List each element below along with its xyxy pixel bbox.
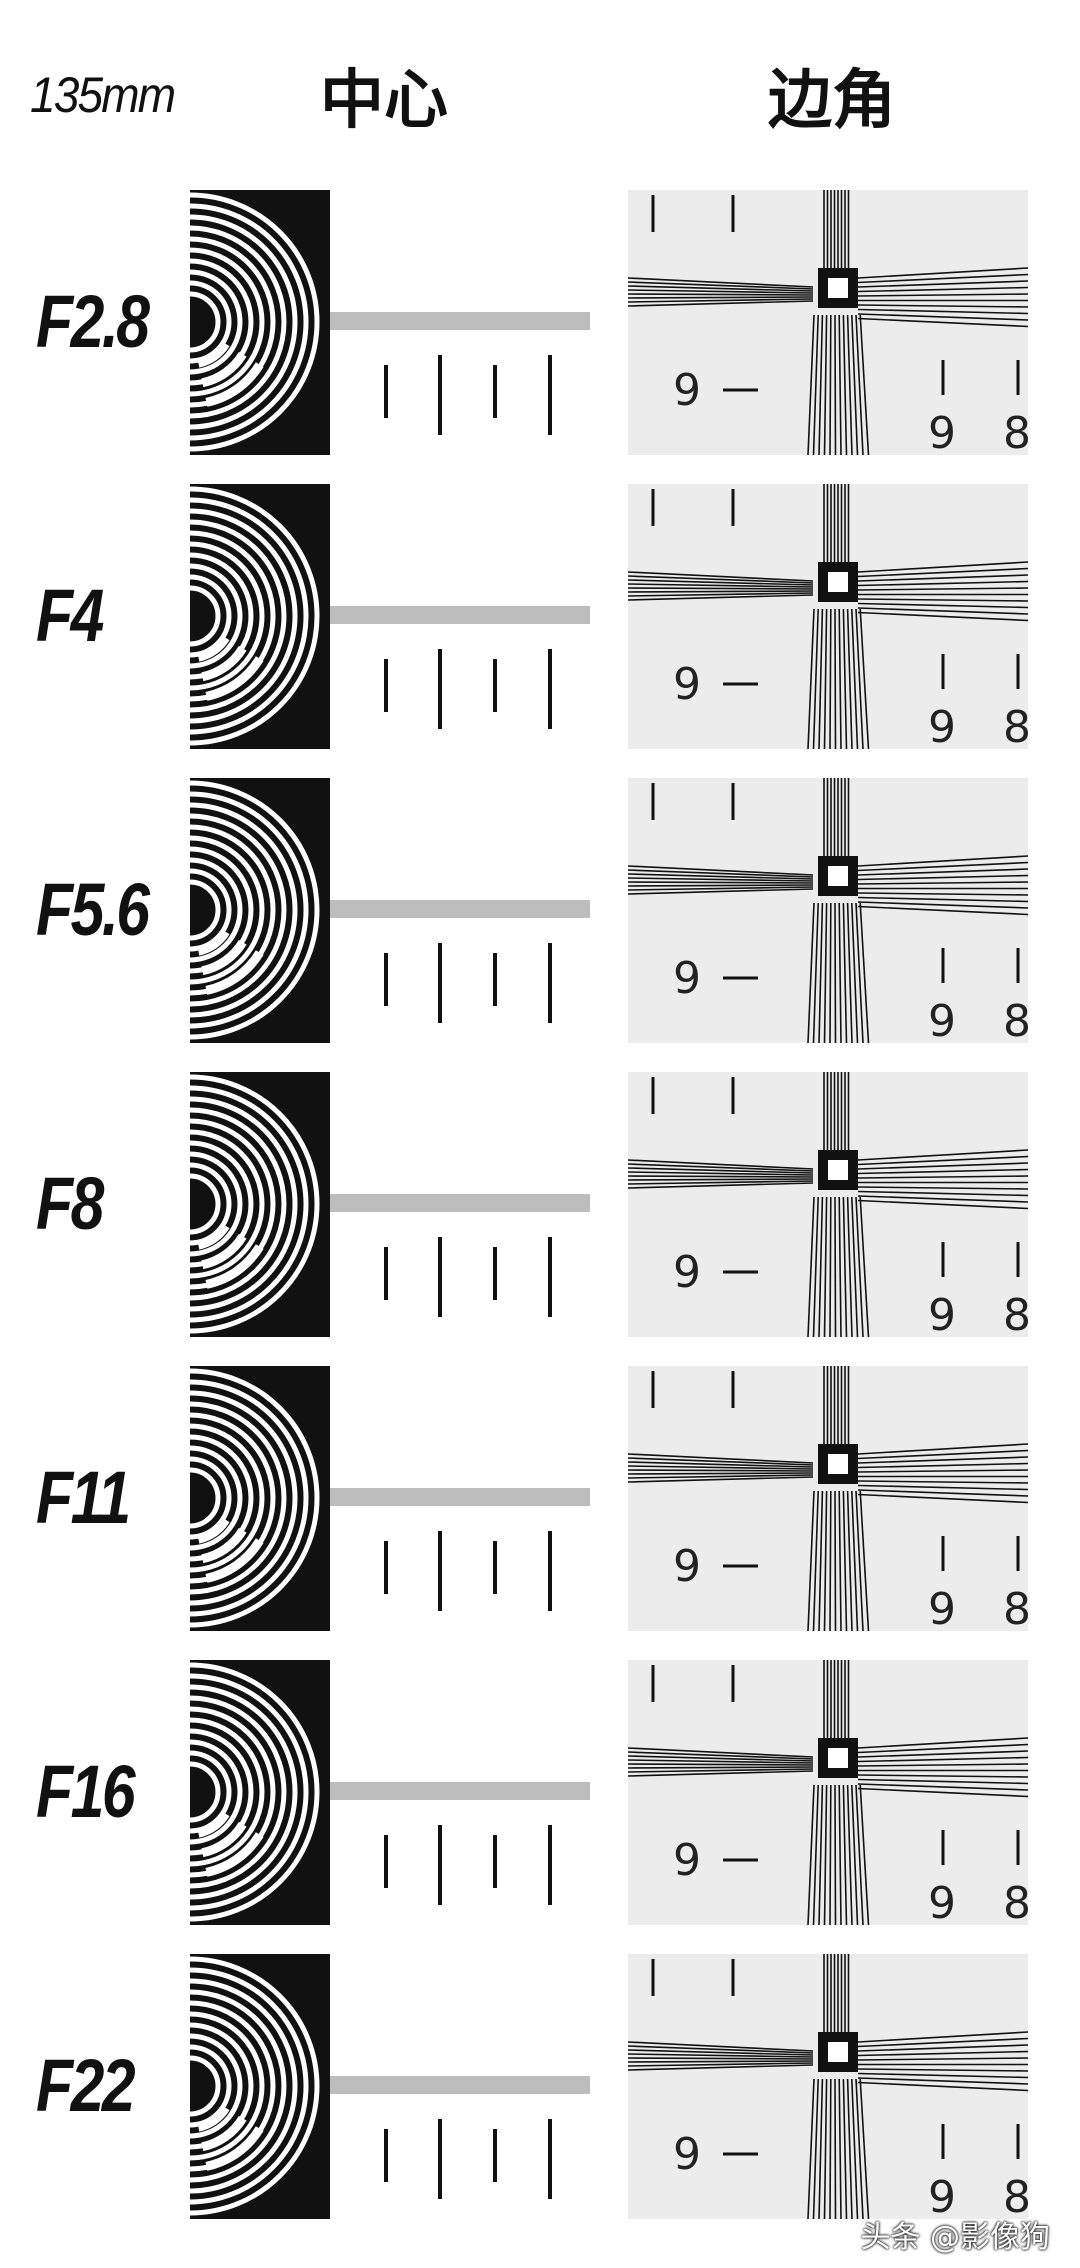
corner-number-label: 8: [1003, 996, 1028, 1043]
corner-number-label: 9: [928, 996, 956, 1043]
corner-number-label: 8: [1003, 2172, 1028, 2219]
corner-number-label: 9: [928, 2172, 956, 2219]
resolution-bar: [330, 2076, 590, 2094]
corner-number-label: 8: [1003, 408, 1028, 455]
vertical-line-bundle: [807, 1072, 870, 1337]
aperture-label: F22: [36, 2044, 136, 2127]
concentric-arcs: [190, 1662, 320, 1922]
horizontal-line-bundle: [628, 1443, 1028, 1504]
resolution-bar: [330, 1488, 590, 1506]
corner-number-label: 8: [1003, 1584, 1028, 1631]
aperture-label: F4: [36, 574, 104, 657]
horizontal-line-bundle: [628, 267, 1028, 328]
horizontal-line-bundle: [628, 1737, 1028, 1798]
concentric-arcs: [190, 780, 320, 1040]
lens-focal-length: 135mm: [30, 67, 176, 123]
center-resolution-crop: [190, 778, 590, 1043]
corner-number-label: 9: [928, 1878, 956, 1925]
corner-number-label: 9: [928, 1584, 956, 1631]
watermark: 头条 @影像狗: [860, 2220, 1050, 2255]
corner-number-label: 9: [673, 365, 701, 416]
corner-number-label: 9: [673, 1541, 701, 1592]
vertical-line-bundle: [807, 778, 870, 1043]
corner-number-label: 9: [928, 702, 956, 749]
vertical-line-bundle: [807, 1366, 870, 1631]
corner-number-label: 9: [928, 408, 956, 455]
resolution-bar: [330, 1782, 590, 1800]
aperture-label: F16: [36, 1750, 136, 1833]
corner-number-label: 9: [673, 659, 701, 710]
horizontal-line-bundle: [628, 1149, 1028, 1210]
center-resolution-crop: [190, 1366, 590, 1631]
corner-number-label: 8: [1003, 702, 1028, 749]
center-resolution-crop: [190, 190, 590, 455]
corner-column-title: 边角: [768, 64, 896, 138]
center-resolution-crop: [190, 1660, 590, 1925]
center-column-title: 中心: [320, 64, 448, 138]
resolution-bar: [330, 1194, 590, 1212]
corner-number-label: 9: [673, 1835, 701, 1886]
aperture-label: F5.6: [36, 868, 150, 951]
corner-number-label: 9: [673, 1247, 701, 1298]
aperture-label: F2.8: [36, 280, 150, 363]
aperture-label: F8: [36, 1162, 104, 1245]
horizontal-line-bundle: [628, 855, 1028, 916]
corner-number-label: 9: [673, 2129, 701, 2180]
concentric-arcs: [190, 1956, 320, 2216]
concentric-arcs: [190, 192, 320, 452]
concentric-arcs: [190, 486, 320, 746]
corner-number-label: 9: [673, 953, 701, 1004]
vertical-line-bundle: [807, 1660, 870, 1925]
concentric-arcs: [190, 1074, 320, 1334]
vertical-line-bundle: [807, 1954, 870, 2219]
corner-number-label: 8: [1003, 1878, 1028, 1925]
resolution-bar: [330, 606, 590, 624]
corner-number-label: 8: [1003, 1290, 1028, 1337]
concentric-arcs: [190, 1368, 320, 1628]
vertical-line-bundle: [807, 484, 870, 749]
center-resolution-crop: [190, 1072, 590, 1337]
corner-number-label: 9: [928, 1290, 956, 1337]
center-resolution-crop: [190, 484, 590, 749]
resolution-bar: [330, 900, 590, 918]
horizontal-line-bundle: [628, 2031, 1028, 2092]
horizontal-line-bundle: [628, 561, 1028, 622]
vertical-line-bundle: [807, 190, 870, 455]
aperture-label: F11: [36, 1456, 131, 1539]
center-resolution-crop: [190, 1954, 590, 2219]
resolution-bar: [330, 312, 590, 330]
